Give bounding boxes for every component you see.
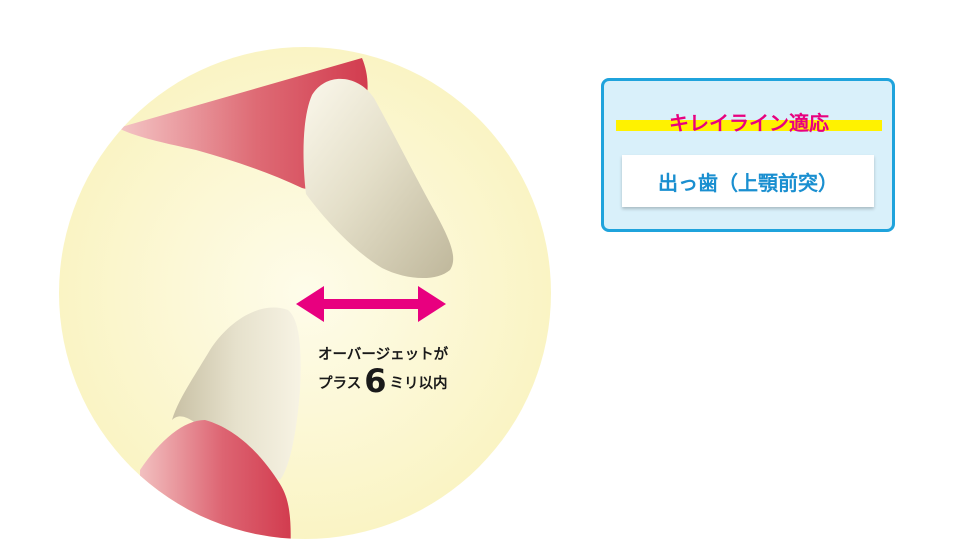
overjet-line-2-prefix: プラス [318, 376, 362, 392]
card-body: 出っ歯（上顎前突） [622, 155, 874, 207]
overjet-arrow [296, 286, 446, 322]
indication-card: キレイライン適応 出っ歯（上顎前突） [601, 78, 895, 232]
card-title: キレイライン適応 [669, 110, 829, 135]
card-title-wrap: キレイライン適応 [616, 105, 882, 137]
overjet-limit-number: 6 [364, 362, 387, 400]
overjet-line-1: オーバージェットが [318, 347, 449, 363]
title-highlight [616, 120, 882, 131]
overjet-line-2-suffix: ミリ以内 [389, 376, 448, 392]
card-body-text: 出っ歯（上顎前突） [658, 170, 838, 195]
upper-incisor [303, 78, 454, 279]
lower-incisor [172, 307, 301, 480]
